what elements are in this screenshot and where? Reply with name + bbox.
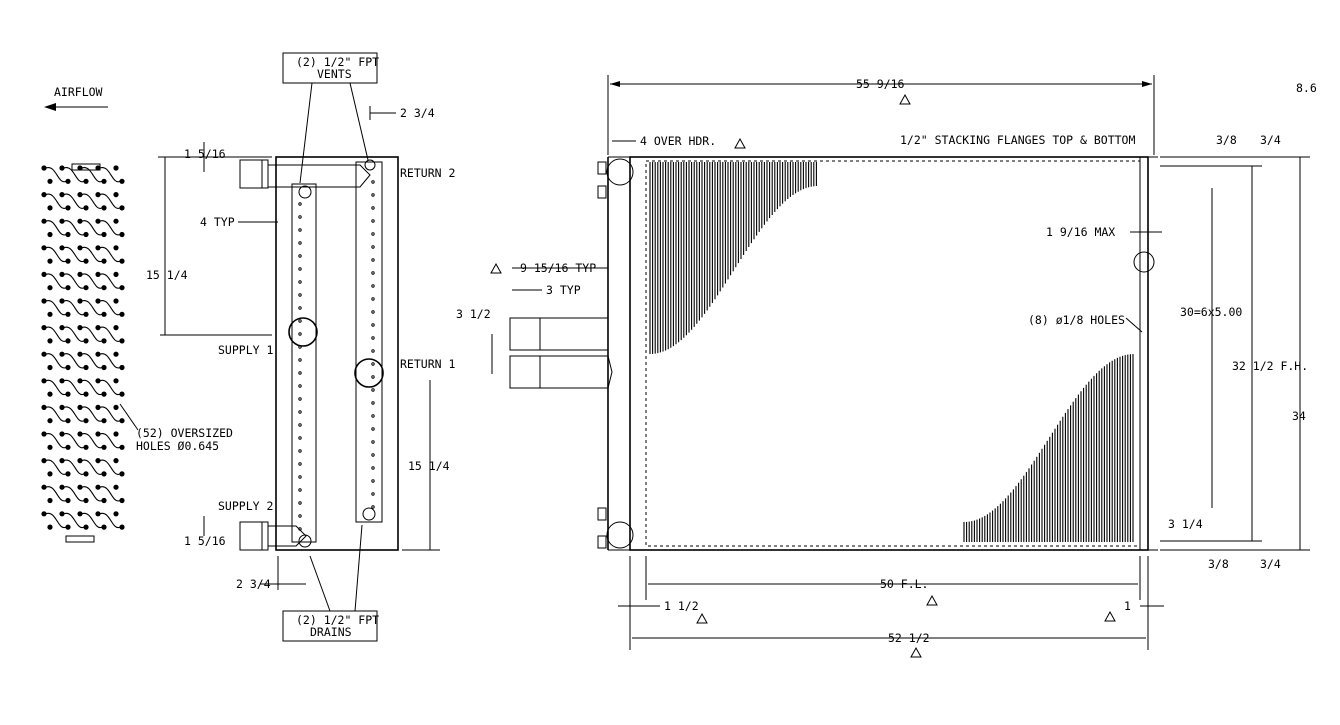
bottom-crossover [268, 525, 307, 547]
mounting-hole-detail [1133, 251, 1155, 273]
dim-overall-height: 34 [1292, 409, 1306, 423]
fin-pattern-top [649, 162, 817, 354]
holes-note-label: (8) ø1/8 HOLES [1028, 313, 1125, 327]
dim-bottom-offset: 2 3/4 [236, 577, 271, 591]
airflow-label: AIRFLOW [54, 85, 103, 99]
return-header-bottom-port [362, 507, 376, 521]
over-header-label: 4 OVER HDR. [640, 134, 716, 148]
supply-connection-pipe-1 [509, 317, 541, 351]
return-header-tube [355, 161, 383, 523]
revision-triangle-icon [696, 612, 708, 624]
return-tube-holes [371, 180, 375, 509]
header-plug-top [606, 158, 634, 186]
dim-right-edge: 8.6 [1296, 81, 1317, 95]
supply-header-tube [291, 183, 317, 543]
top-bend-cap [71, 163, 101, 171]
return-1-connection [354, 358, 384, 388]
dim-top-offset: 2 3/4 [400, 106, 435, 120]
vents-label-2: VENTS [317, 67, 352, 81]
dim-fin-length: 50 F.L. [880, 577, 928, 591]
vent-leader-1 [299, 82, 313, 184]
top-vent-port [364, 159, 376, 171]
top-crossover [268, 164, 371, 188]
stacking-flanges-label: 1/2" STACKING FLANGES TOP & BOTTOM [900, 133, 1135, 147]
return-2-label: RETURN 2 [400, 166, 455, 180]
revision-triangle-icon [734, 137, 746, 149]
vent-leader-2 [349, 82, 369, 161]
dim-4-typ: 4 TYP [200, 215, 235, 229]
drains-label-2: DRAINS [310, 625, 352, 639]
dim-bottom-3-4: 3/4 [1260, 557, 1281, 571]
dim-3-half: 3 1/2 [456, 307, 491, 321]
fin-pattern-bottom [963, 354, 1134, 542]
oversized-holes-label-1: (52) OVERSIZED [136, 426, 233, 440]
dim-top-small: 1 5/16 [184, 147, 226, 161]
supply-header-top-port [298, 185, 312, 199]
supply-2-label: SUPPLY 2 [218, 499, 273, 513]
max-dim-label: 1 9/16 MAX [1046, 225, 1115, 239]
revision-triangle-icon [910, 646, 922, 658]
supply-tube-holes [298, 202, 302, 531]
holes-leader [119, 403, 139, 431]
header-plug-bottom [606, 521, 634, 549]
dim-left-1-half: 1 1/2 [664, 599, 699, 613]
drain-leader-2 [354, 524, 363, 612]
bottom-bend-cap [65, 535, 95, 543]
dim-right-1: 1 [1124, 599, 1131, 613]
dim-bottom-3-8: 3/8 [1208, 557, 1229, 571]
vents-label-1: (2) 1/2" FPT [296, 55, 379, 69]
dim-bottom-3-1-4: 3 1/4 [1168, 517, 1203, 531]
dim-casing-width: 52 1/2 [888, 631, 930, 645]
serpentine-tube-pattern [41, 165, 125, 530]
supply-connection-pipe-2 [509, 355, 541, 389]
supply-connector-bottom [239, 521, 269, 551]
revision-triangle-icon [926, 594, 938, 606]
dim-conn-3-typ: 3 TYP [546, 283, 581, 297]
dim-lower-height: 15 1/4 [408, 459, 450, 473]
header-plate [275, 156, 399, 551]
revision-triangle-icon [899, 93, 911, 105]
supply-1-connection [288, 317, 318, 347]
drains-label-1: (2) 1/2" FPT [296, 613, 379, 627]
dim-overall-width: 55 9/16 [856, 77, 905, 91]
supply-1-label: SUPPLY 1 [218, 343, 273, 357]
supply-connector-top [239, 159, 269, 189]
dim-fin-height: 32 1/2 F.H. [1232, 359, 1308, 373]
dim-hole-spacing: 30=6x5.00 [1180, 305, 1242, 319]
revision-triangle-icon [1104, 610, 1116, 622]
dim-top-3-8: 3/8 [1216, 133, 1237, 147]
dim-upper-height: 15 1/4 [146, 268, 188, 282]
front-view: 55 9/16 8.6 4 OVER HDR. 1/2" STACKING FL… [456, 75, 1317, 658]
header-view: (2) 1/2" FPT VENTS 2 3/4 RETURN 2 RETURN… [146, 52, 455, 642]
coil-casing [629, 156, 1149, 551]
oversized-holes-label-2: HOLES Ø0.645 [136, 439, 219, 453]
dim-conn-spacing: 9 15/16 TYP [520, 261, 596, 275]
revision-triangle-icon [490, 262, 502, 274]
drain-leader-1 [309, 555, 331, 612]
side-view: AIRFLOW (52) OVERSIZED HOLES Ø0.645 [41, 85, 233, 543]
return-1-label: RETURN 1 [400, 357, 455, 371]
dim-bottom-small: 1 5/16 [184, 534, 226, 548]
airflow-arrow [44, 103, 108, 111]
vents-callout-box [282, 52, 378, 84]
dim-top-3-4: 3/4 [1260, 133, 1281, 147]
